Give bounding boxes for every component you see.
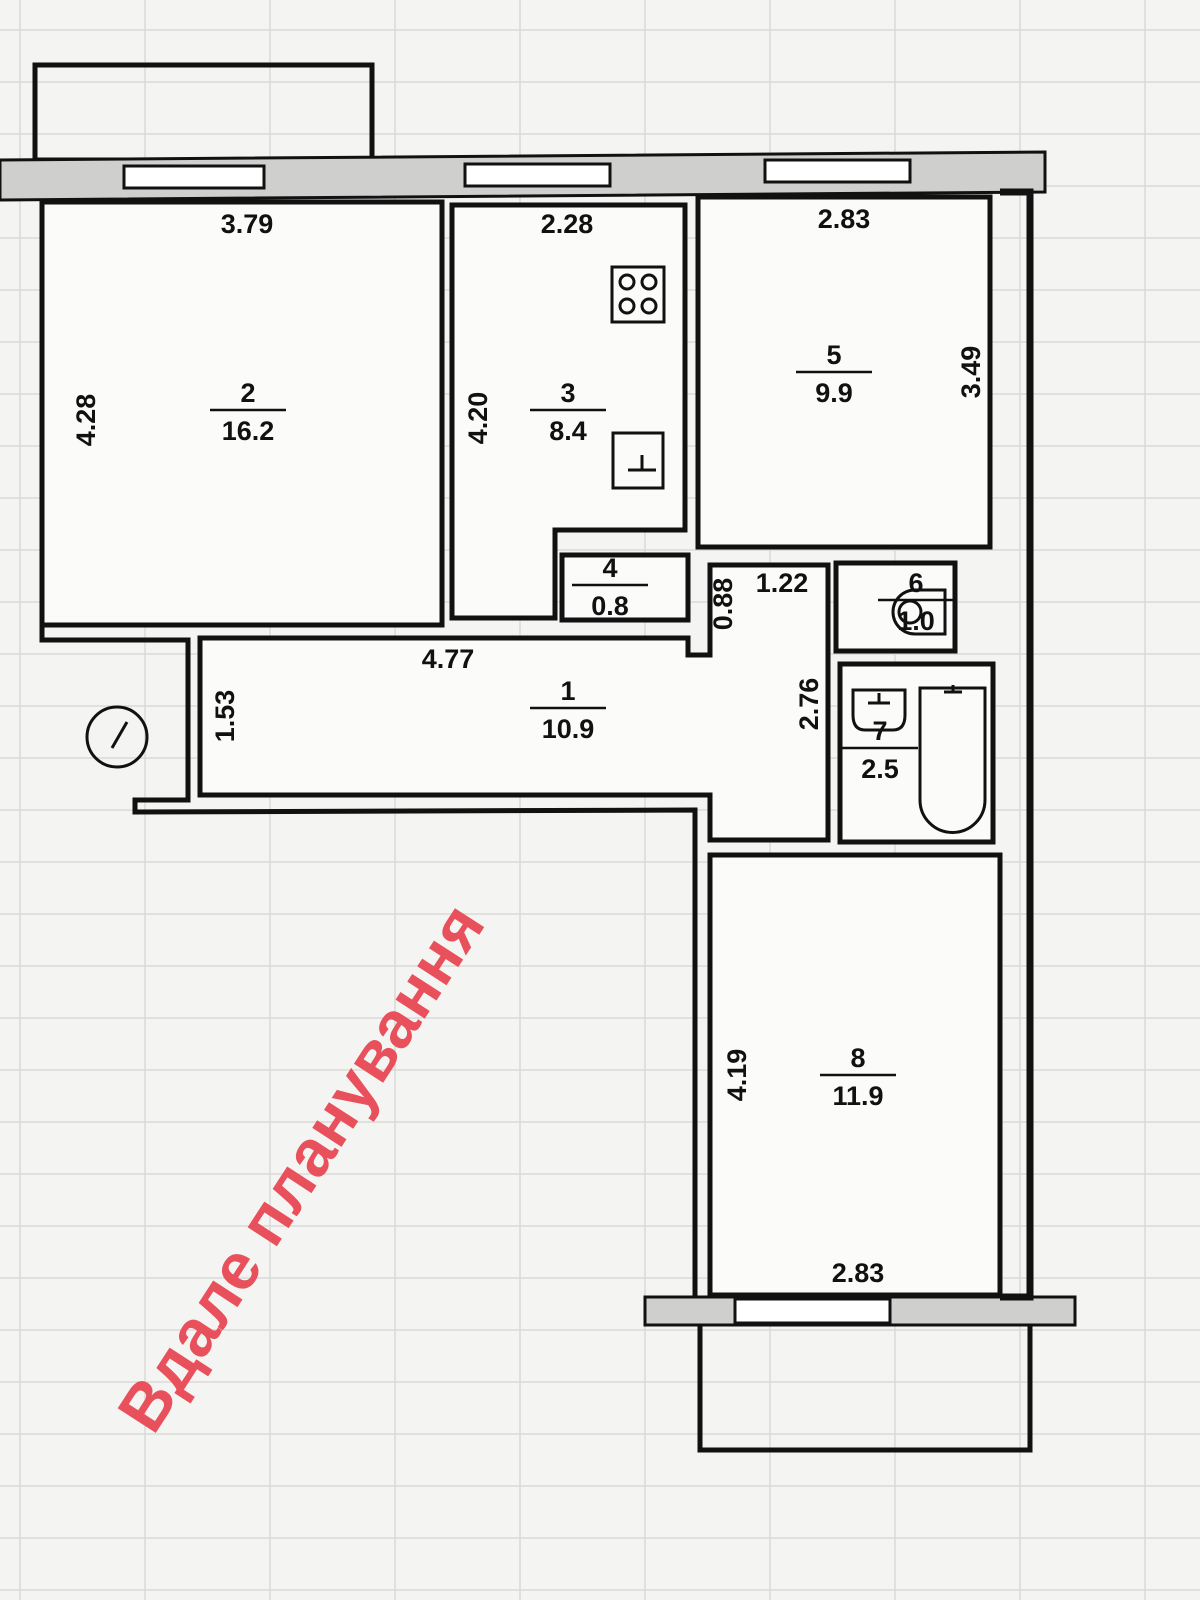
room-number: 3: [560, 378, 575, 408]
balcony-top: [32, 62, 375, 163]
window: [122, 164, 266, 190]
room-number: 8: [850, 1043, 865, 1073]
room-1-hallway[interactable]: [197, 562, 831, 843]
watermark-text: Вдале планування: [103, 891, 498, 1445]
exterior-wall-right: [1000, 188, 1034, 1301]
dim-room5-width: 2.83: [818, 204, 871, 234]
window: [763, 158, 912, 184]
room-area: 2.5: [861, 754, 899, 784]
stove-icon: [610, 265, 666, 324]
window: [733, 1297, 892, 1325]
room-area: 16.2: [222, 416, 275, 446]
dim-hall-upper-width: 1.22: [756, 568, 809, 598]
room-number: 5: [826, 340, 841, 370]
dim-room3-length: 4.20: [463, 392, 493, 445]
room-number: 7: [872, 716, 887, 746]
room-2[interactable]: [39, 199, 445, 628]
dim-room3-width: 2.28: [541, 209, 594, 239]
room-area: 0.8: [591, 591, 629, 621]
room-6[interactable]: [833, 560, 958, 654]
balcony-bottom: [697, 1302, 1033, 1453]
window: [463, 162, 612, 188]
sink-icon: [611, 431, 665, 490]
washbasin-icon: [851, 688, 907, 732]
dim-hall-right-length: 2.76: [794, 678, 824, 731]
room-area: 11.9: [832, 1081, 883, 1111]
dim-hall-entry-width: 1.53: [210, 690, 240, 743]
bathtub-icon: [918, 685, 987, 834]
room-area: 10.9: [542, 714, 595, 744]
room-area: 8.4: [549, 416, 587, 446]
dim-room5-length: 3.49: [956, 346, 986, 399]
room-number: 1: [560, 676, 575, 706]
dim-hall-length: 4.77: [422, 644, 475, 674]
dim-room2-width: 3.79: [221, 209, 274, 239]
dim-room8-width: 2.83: [832, 1258, 885, 1288]
dim-room8-length: 4.19: [722, 1049, 752, 1102]
room-3[interactable]: [449, 202, 688, 621]
interior-wall: [39, 625, 698, 1297]
room-area: 1.0: [897, 606, 935, 636]
dim-room2-length: 4.28: [71, 394, 101, 447]
room-number: 4: [602, 553, 617, 583]
room-7[interactable]: [837, 661, 996, 845]
room-number: 2: [240, 378, 255, 408]
room-number: 6: [908, 568, 923, 598]
room-4[interactable]: [559, 552, 691, 623]
dim-hall-upper-depth: 0.88: [708, 578, 738, 631]
room-area: 9.9: [815, 378, 853, 408]
compass-icon: [85, 705, 149, 769]
